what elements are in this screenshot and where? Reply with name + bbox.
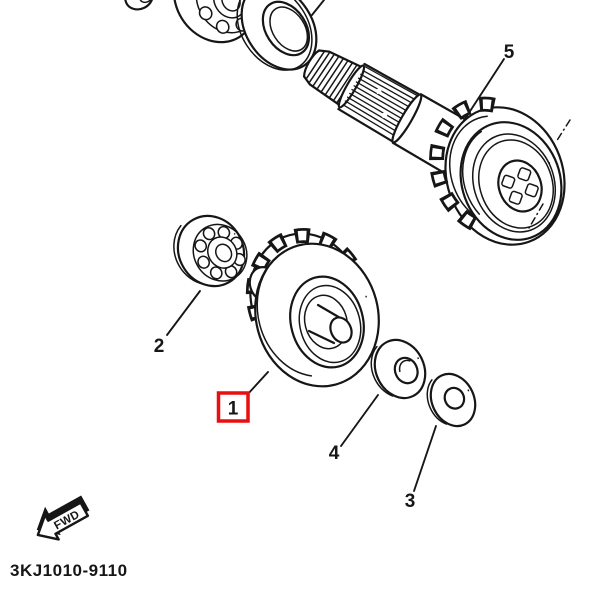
- spline-lines: [342, 66, 419, 137]
- callout-1-highlighted: 1: [216, 371, 269, 423]
- clutch-gear-part1: [245, 228, 380, 388]
- callout-3: 3: [405, 425, 437, 512]
- drive-shaft-part5: [302, 49, 477, 176]
- callout-4-label: 4: [329, 443, 340, 464]
- top-leader-stub: [311, 0, 325, 16]
- callout-5-label: 5: [504, 42, 515, 63]
- bearing-part2: [173, 214, 248, 288]
- spline-highlight-sparkle: [382, 111, 388, 119]
- clutch-boss-end: [329, 316, 353, 344]
- spline-highlight-sparkle: [376, 87, 382, 95]
- callout-2: 2: [154, 290, 201, 357]
- callout-4: 4: [329, 394, 379, 464]
- centerline-mark: [528, 203, 544, 229]
- gear-teeth-ring: [429, 96, 553, 238]
- callout-1-highlight-box: [216, 391, 250, 423]
- washer-part4: [370, 338, 427, 400]
- callout-3-label: 3: [405, 491, 416, 512]
- small-ring-part: [124, 0, 154, 11]
- wheel-hub-cutouts: [497, 159, 543, 213]
- fwd-arrow: FWD: [36, 495, 90, 541]
- centerline-mark: [555, 119, 571, 143]
- callout-5: 5: [462, 42, 515, 123]
- callout-1-label: 1: [228, 399, 239, 420]
- bearing-part2-balls: [194, 225, 246, 280]
- oil-seal: [236, 0, 318, 71]
- callout-2-label: 2: [154, 336, 165, 357]
- shaft-gear-wheel: [429, 96, 566, 246]
- washer-part3: [426, 372, 477, 428]
- drawing-code: 3KJ1010-9110: [10, 561, 128, 580]
